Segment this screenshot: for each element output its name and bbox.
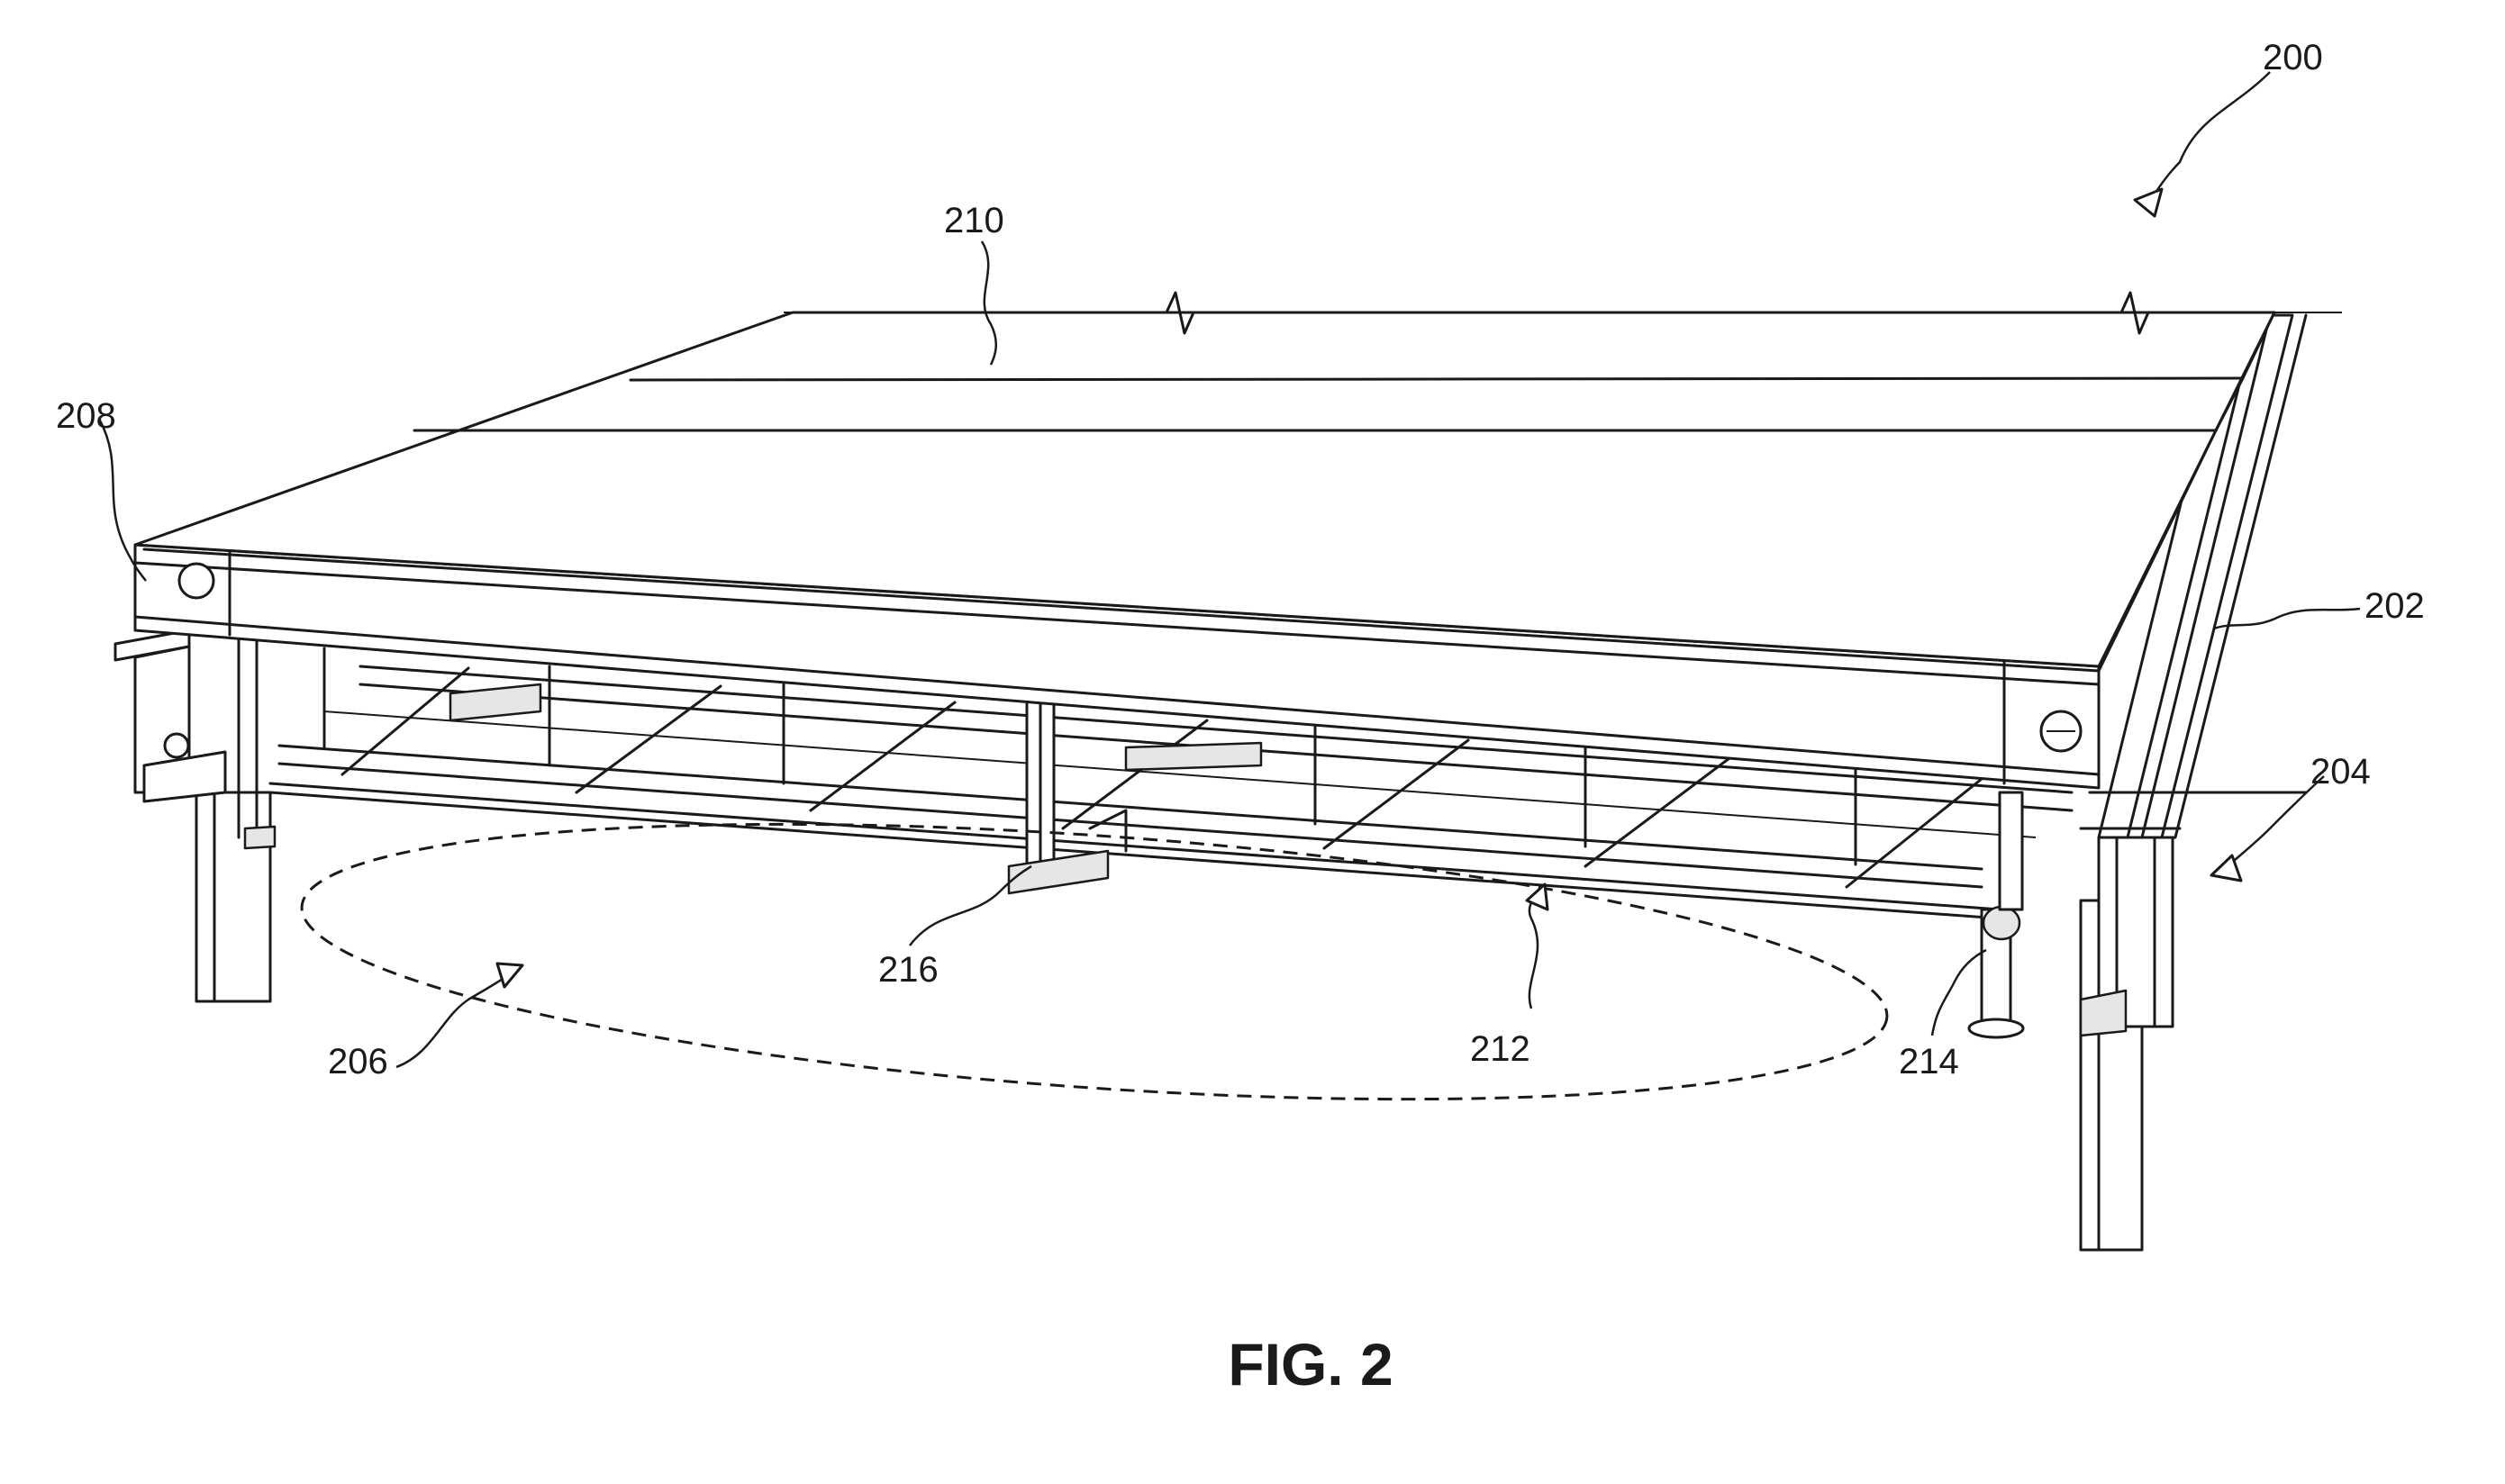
arrow-206 — [495, 962, 524, 989]
post-216 — [1007, 683, 1128, 895]
label-200: 200 — [2263, 38, 2323, 77]
label-214: 214 — [1899, 1042, 1959, 1081]
side-rail-frame — [2079, 313, 2308, 1037]
label-210: 210 — [944, 201, 1004, 240]
leader-lines — [97, 71, 2361, 1069]
label-216: 216 — [878, 950, 939, 990]
leader-212 — [1528, 895, 1539, 1009]
left-end-bracket — [113, 629, 277, 850]
figure-caption: FIG. 2 — [1228, 1331, 1393, 1398]
arrow-204 — [2210, 854, 2243, 882]
leader-208 — [97, 418, 147, 582]
arrow-212 — [1525, 882, 1549, 911]
reference-numerals: 200 210 208 202 204 216 206 212 214 — [56, 38, 2425, 1081]
leader-202 — [2213, 607, 2361, 630]
leader-204 — [2224, 775, 2325, 870]
label-206: 206 — [328, 1042, 388, 1081]
leader-214 — [1930, 948, 1987, 1036]
arrow-200 — [2133, 187, 2164, 218]
leader-206 — [395, 973, 510, 1069]
post-214 — [1967, 791, 2025, 1039]
leader-200 — [2147, 71, 2271, 204]
label-202: 202 — [2364, 586, 2425, 626]
leader-216 — [909, 864, 1032, 946]
label-208: 208 — [56, 396, 116, 436]
front-left-leg — [195, 791, 272, 1003]
label-204: 204 — [2310, 752, 2371, 792]
leader-210 — [980, 240, 997, 366]
deck-top-panels — [133, 291, 2342, 673]
label-212: 212 — [1470, 1029, 1530, 1069]
region-206-dashed-ellipse — [300, 822, 1889, 1101]
